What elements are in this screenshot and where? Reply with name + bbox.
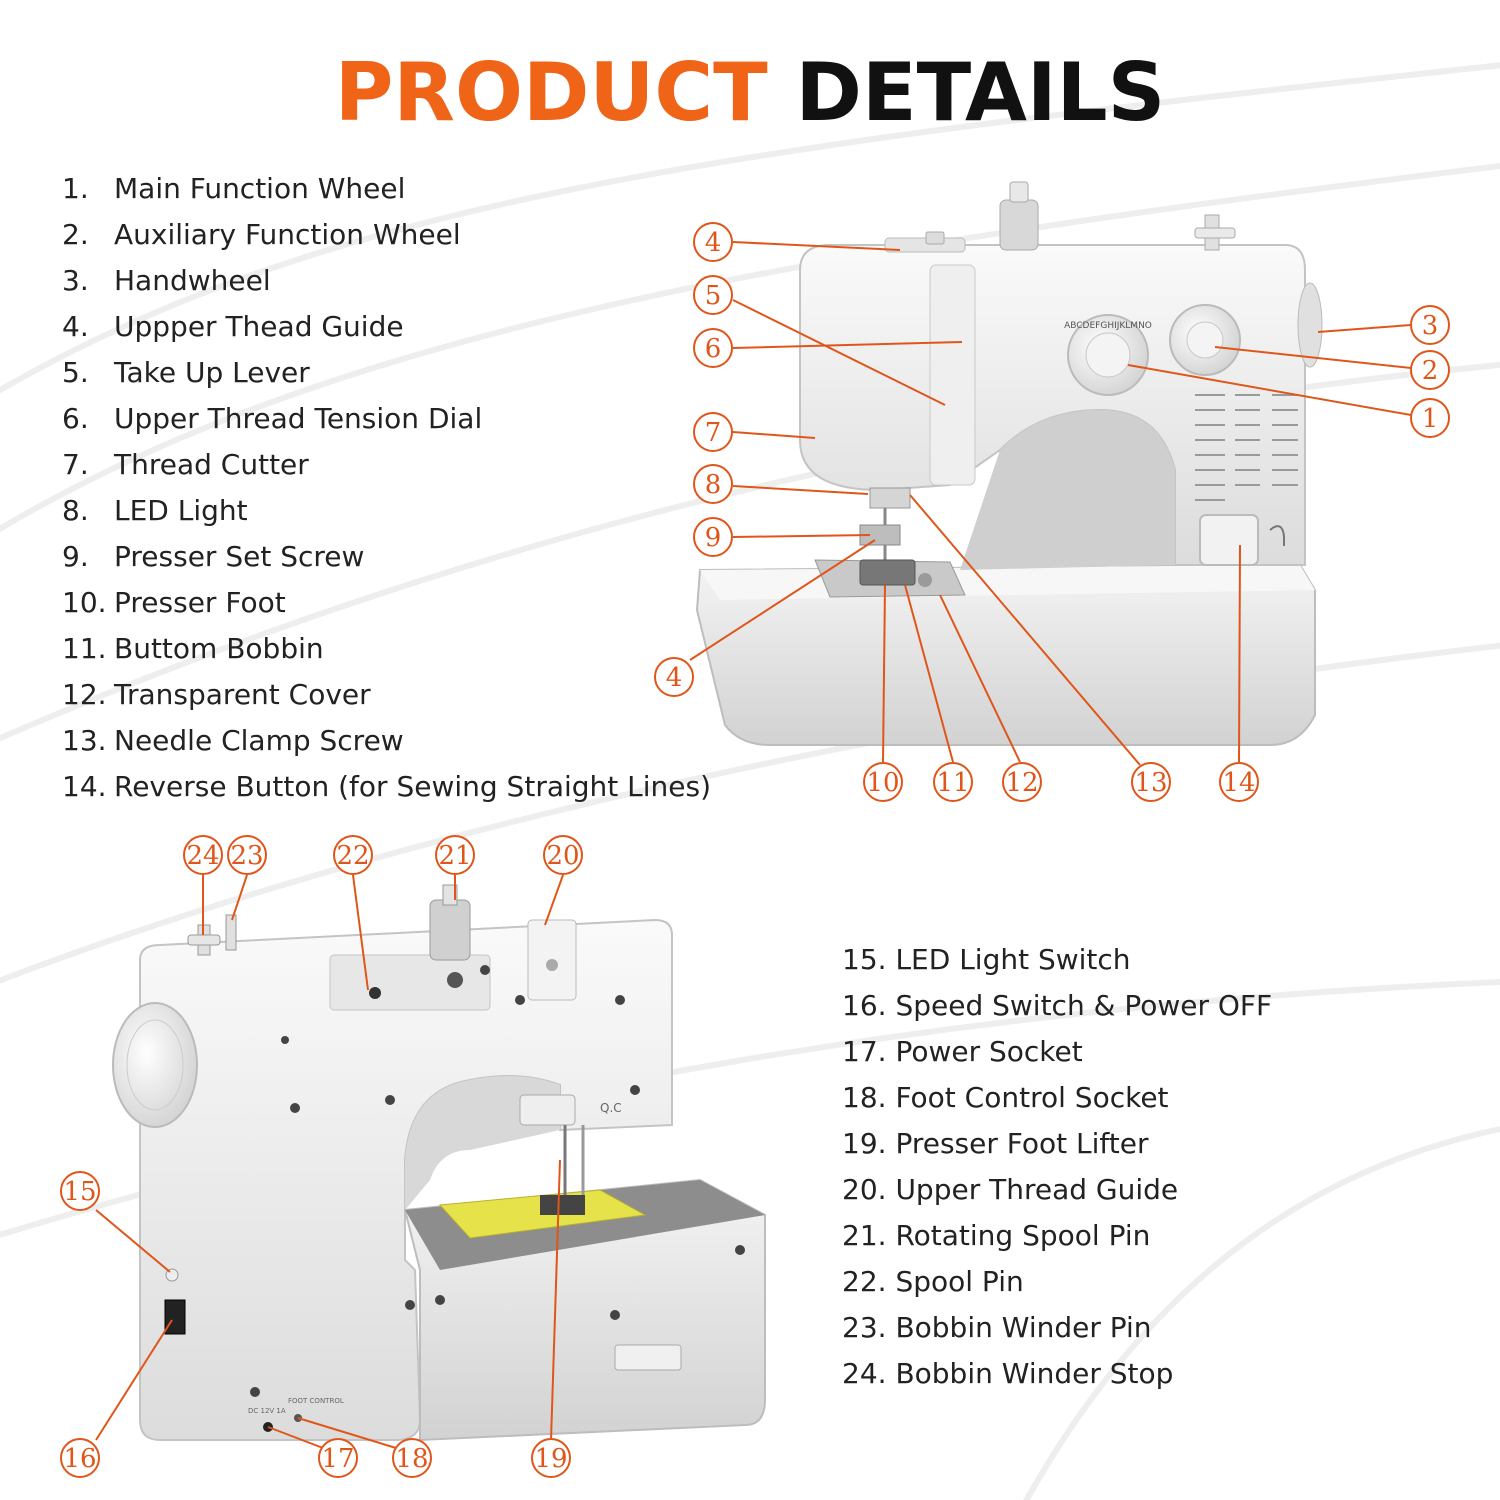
list-item: 9.Presser Set Screw [62,540,365,573]
list-item: 19. Presser Foot Lifter [842,1127,1149,1160]
callout-front-1: 1 [1410,398,1450,438]
list-item: 11.Buttom Bobbin [62,632,324,665]
page-title: PRODUCT DETAILS [0,48,1500,138]
title-accent: PRODUCT [334,46,768,139]
svg-text:4: 4 [666,663,683,693]
svg-text:3: 3 [1422,311,1439,341]
svg-text:9: 9 [705,523,722,553]
list-item: 8.LED Light [62,494,248,527]
svg-text:18: 18 [395,1444,428,1474]
list-item: 5.Take Up Lever [62,356,310,389]
svg-text:4: 4 [705,228,722,258]
list-item: 3.Handwheel [62,264,271,297]
list-item: 4.Uppper Thead Guide [62,310,404,343]
svg-text:15: 15 [63,1177,96,1207]
svg-text:6: 6 [705,334,722,364]
callout-front-5: 5 [693,275,733,315]
list-item: 2.Auxiliary Function Wheel [62,218,461,251]
front-machine: ABCDEFGHIJKLMNO [695,181,1323,746]
back-logo: Q.C [600,1101,622,1115]
list-item: 10.Presser Foot [62,586,286,619]
callout-front-8: 8 [693,464,733,504]
callout-back-16: 16 [60,1438,100,1478]
callout-back-19: 19 [531,1438,571,1478]
callout-front-4b: 4 [654,657,694,697]
list-item: 1.Main Function Wheel [62,172,406,205]
socket-foot-label: FOOT CONTROL [288,1397,344,1405]
svg-text:16: 16 [63,1444,96,1474]
list-item: 22. Spool Pin [842,1265,1024,1298]
callout-front-4a: 4 [693,222,733,262]
title-rest: DETAILS [795,46,1166,139]
callout-back-20: 20 [543,835,583,875]
callout-front-13: 13 [1131,762,1171,802]
list-item: 14.Reverse Button (for Sewing Straight L… [62,770,712,803]
svg-text:19: 19 [534,1444,567,1474]
callout-back-23: 23 [227,835,267,875]
dial-letters: ABCDEFGHIJKLMNO [1064,321,1152,331]
list-item: 7.Thread Cutter [62,448,309,481]
svg-text:13: 13 [1134,768,1167,798]
callout-back-22: 22 [333,835,373,875]
svg-text:14: 14 [1222,768,1255,798]
svg-text:20: 20 [546,841,579,871]
list-item: 12.Transparent Cover [62,678,371,711]
callout-front-14: 14 [1219,762,1259,802]
callout-front-6: 6 [693,328,733,368]
callout-front-11: 11 [933,762,973,802]
callout-back-15: 15 [60,1171,100,1211]
list-item: 13.Needle Clamp Screw [62,724,404,757]
list-item: 20. Upper Thread Guide [842,1173,1179,1206]
parts-list-front: 1.Main Function Wheel 2.Auxiliary Functi… [62,166,711,810]
leader-lines [95,241,1412,1449]
callout-back-21: 21 [435,835,475,875]
svg-text:22: 22 [336,841,369,871]
back-machine: Q.C DC 12V 1A FOOT CONTROL [112,884,766,1442]
svg-text:10: 10 [866,768,899,798]
list-item: 15. LED Light Switch [842,943,1131,976]
svg-text:12: 12 [1005,768,1038,798]
svg-text:2: 2 [1422,356,1439,386]
svg-text:5: 5 [705,281,722,311]
svg-text:17: 17 [321,1444,354,1474]
svg-text:24: 24 [186,841,219,871]
list-item: 6.Upper Thread Tension Dial [62,402,483,435]
list-item: 24. Bobbin Winder Stop [842,1357,1174,1390]
svg-text:11: 11 [936,768,969,798]
svg-text:1: 1 [1422,404,1439,434]
list-item: 23. Bobbin Winder Pin [842,1311,1152,1344]
svg-text:21: 21 [438,841,471,871]
parts-list-back: 15. LED Light Switch 16. Speed Switch & … [842,937,1272,1397]
list-item: 21. Rotating Spool Pin [842,1219,1151,1252]
callout-front-9: 9 [693,517,733,557]
list-item: 16. Speed Switch & Power OFF [842,989,1273,1022]
svg-text:23: 23 [230,841,263,871]
svg-text:8: 8 [705,470,722,500]
callout-front-10: 10 [863,762,903,802]
callout-front-3: 3 [1410,305,1450,345]
callout-front-7: 7 [693,412,733,452]
list-item: 18. Foot Control Socket [842,1081,1169,1114]
list-item: 17. Power Socket [842,1035,1083,1068]
svg-text:7: 7 [705,418,722,448]
callout-back-18: 18 [392,1438,432,1478]
callout-front-12: 12 [1002,762,1042,802]
callout-back-17: 17 [318,1438,358,1478]
callout-markers: 4 5 6 7 8 9 4 3 2 1 10 11 12 13 14 24 23… [60,222,1450,1478]
callout-front-2: 2 [1410,350,1450,390]
callout-back-24: 24 [183,835,223,875]
socket-power-label: DC 12V 1A [248,1407,286,1415]
